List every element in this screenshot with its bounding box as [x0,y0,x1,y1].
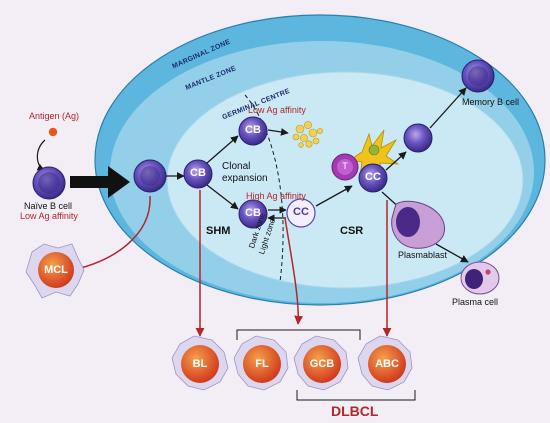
plasmablast-label: Plasmablast [398,250,448,260]
fl-label: FL [255,358,269,370]
plasma-cell [460,261,500,295]
cc-cell-csr [358,163,388,193]
low-affinity-label: Low Ag affinity [248,105,306,115]
clonal-label-2: expansion [222,173,268,184]
cc-cell-light-zone [286,198,316,228]
naive-b-cell-label: Naïve B cell [24,201,73,211]
activated-b-cell [133,159,167,193]
mcl-label: MCL [44,264,68,276]
arrow-cb-up [206,135,239,164]
shm-label: SHM [206,225,231,237]
cb-cell-low-affinity [238,116,268,146]
entry-arrow [70,166,130,198]
arrow-to-csr [315,185,353,207]
gcb-tumor-cell [293,335,349,391]
arrow-to-memory-precursor [385,151,407,171]
fl-tumor-cell [233,335,289,391]
memory-b-cell [461,59,495,93]
antigen-label: Antigen (Ag) [29,111,80,121]
cc-text-2: CC [365,171,381,183]
arrow-to-apoptosis [267,128,289,136]
cb-text-3: CB [245,207,261,219]
csr-label: CSR [340,225,364,237]
bracket-bottom [296,390,416,401]
dlbcl-label: DLBCL [331,403,379,419]
cb-cell-centroblast [183,159,213,189]
zone-divider [244,94,284,283]
cb-cell-high-affinity [238,199,268,229]
cc-text-1: CC [293,206,309,218]
gcb-label: GCB [309,358,335,370]
high-affinity-label: High Ag affinity [246,191,306,201]
dendritic-cell-nucleus [368,144,380,156]
antigen-arrow [36,139,46,171]
arrow-to-mcl [71,195,151,273]
cb-text-1: CB [190,167,206,179]
bracket-top [236,329,361,340]
naive-affinity-label: Low Ag affinity [20,211,78,221]
antigen-icon [48,127,58,137]
memory-b-cell-label: Memory B cell [462,97,520,107]
plasmablast-cell [391,200,445,249]
bl-tumor-cell [171,335,229,391]
bl-label: BL [192,358,208,370]
naive-b-cell [32,166,66,200]
t-text: T [342,161,348,171]
abc-label: ABC [375,358,399,370]
arrow-to-fl-gcb [284,217,304,325]
abc-tumor-cell [357,335,413,391]
mcl-tumor-cell [25,243,85,299]
arrow-to-memory [429,87,467,129]
t-cell [331,153,359,181]
memory-precursor-cell [403,123,433,153]
apoptotic-bodies [292,121,323,148]
plasma-cell-label: Plasma cell [452,297,499,307]
cb-text-2: CB [245,124,261,136]
arrow-to-plasma [435,243,469,263]
arrow-cb-down [206,184,239,210]
clonal-label-1: Clonal [222,161,251,172]
